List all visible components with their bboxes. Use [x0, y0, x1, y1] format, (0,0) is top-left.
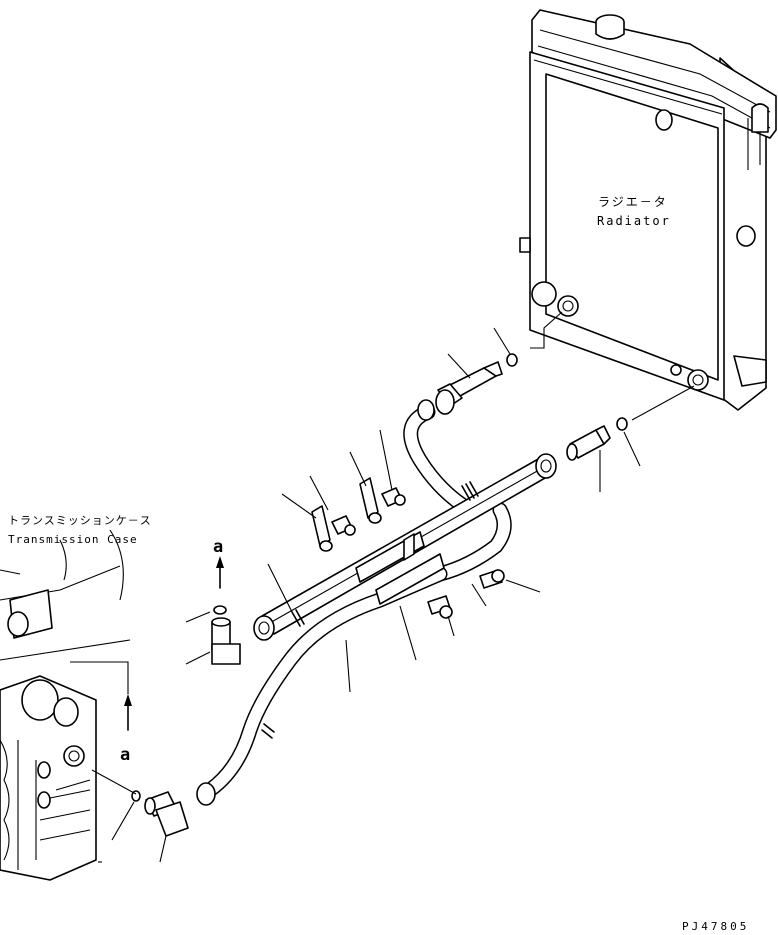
elbow-fitting-lower — [144, 791, 189, 837]
leader-lines — [91, 311, 695, 863]
upper-nipple-fitting — [435, 361, 503, 415]
radiator-label-jp: ラジエ－タ — [598, 195, 668, 209]
radiator-label-en: Radiator — [597, 214, 671, 228]
upper-o-ring — [506, 353, 518, 367]
view-mark-top: a — [213, 537, 223, 557]
upper-small-o-ring — [213, 605, 227, 615]
right-nipple-fitting — [566, 425, 611, 461]
radiator — [519, 9, 777, 411]
loop-hose — [432, 502, 512, 582]
transmission-label-en: Transmission Case — [8, 533, 138, 546]
clips-and-bolts — [311, 477, 505, 619]
view-arrow-bottom — [70, 661, 132, 731]
view-mark-bottom: a — [120, 745, 130, 765]
right-o-ring — [616, 417, 628, 431]
hose-clamps — [261, 481, 479, 739]
upper-hose — [403, 399, 478, 518]
lower-hose — [196, 566, 448, 806]
transmission-label-jp: トランスミッションケ－ス — [8, 514, 152, 527]
view-arrow-top — [216, 556, 224, 589]
transmission-case — [0, 529, 131, 881]
drawing-number: PJ47805 — [682, 920, 749, 933]
elbow-fitting-upper — [211, 617, 241, 665]
tube-bracket — [355, 531, 445, 605]
